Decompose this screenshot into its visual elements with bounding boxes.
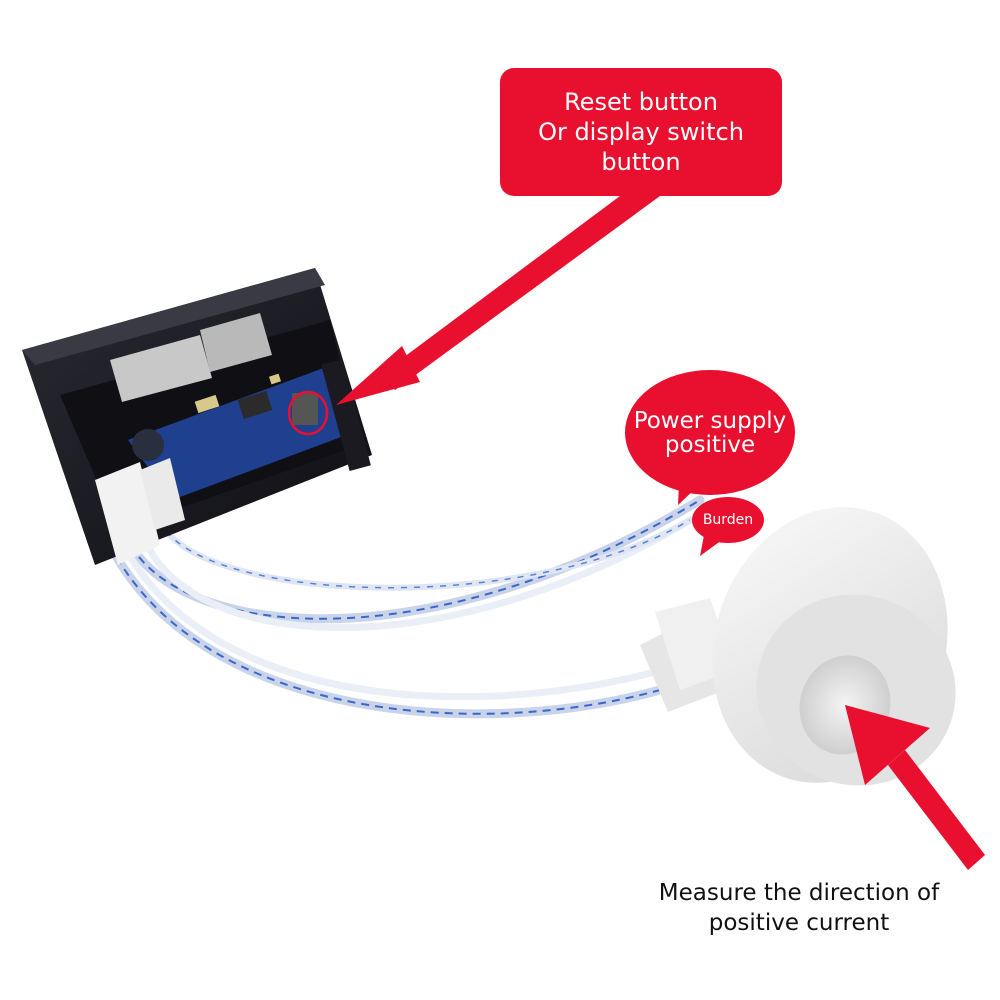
- reset-button-callout: Reset button Or display switch button: [500, 68, 782, 196]
- caption-line-1: Measure the direction of: [658, 880, 940, 906]
- reset-callout-line-3: button: [601, 148, 681, 176]
- reset-callout-line-2: Or display switch: [538, 118, 744, 146]
- power-supply-callout: Power supply positive: [625, 370, 795, 495]
- panel-meter: [22, 268, 372, 565]
- reset-callout-line-1: Reset button: [564, 88, 718, 116]
- current-transformer: [640, 507, 956, 786]
- capacitor: [132, 429, 164, 461]
- current-direction-arrow: [845, 705, 985, 870]
- reset-switch: [292, 393, 318, 425]
- wire-connector: [95, 462, 160, 565]
- reset-arrow: [336, 196, 660, 405]
- power-callout-line-2: positive: [664, 431, 756, 458]
- burden-callout-label: Burden: [702, 512, 754, 528]
- caption-line-2: positive current: [708, 910, 890, 936]
- current-direction-caption: Measure the direction of positive curren…: [640, 878, 958, 938]
- power-callout-line-1: Power supply: [633, 407, 787, 434]
- burden-callout: Burden: [692, 497, 764, 543]
- sensor-wires: [105, 495, 719, 719]
- reset-switch-highlight: [287, 390, 329, 436]
